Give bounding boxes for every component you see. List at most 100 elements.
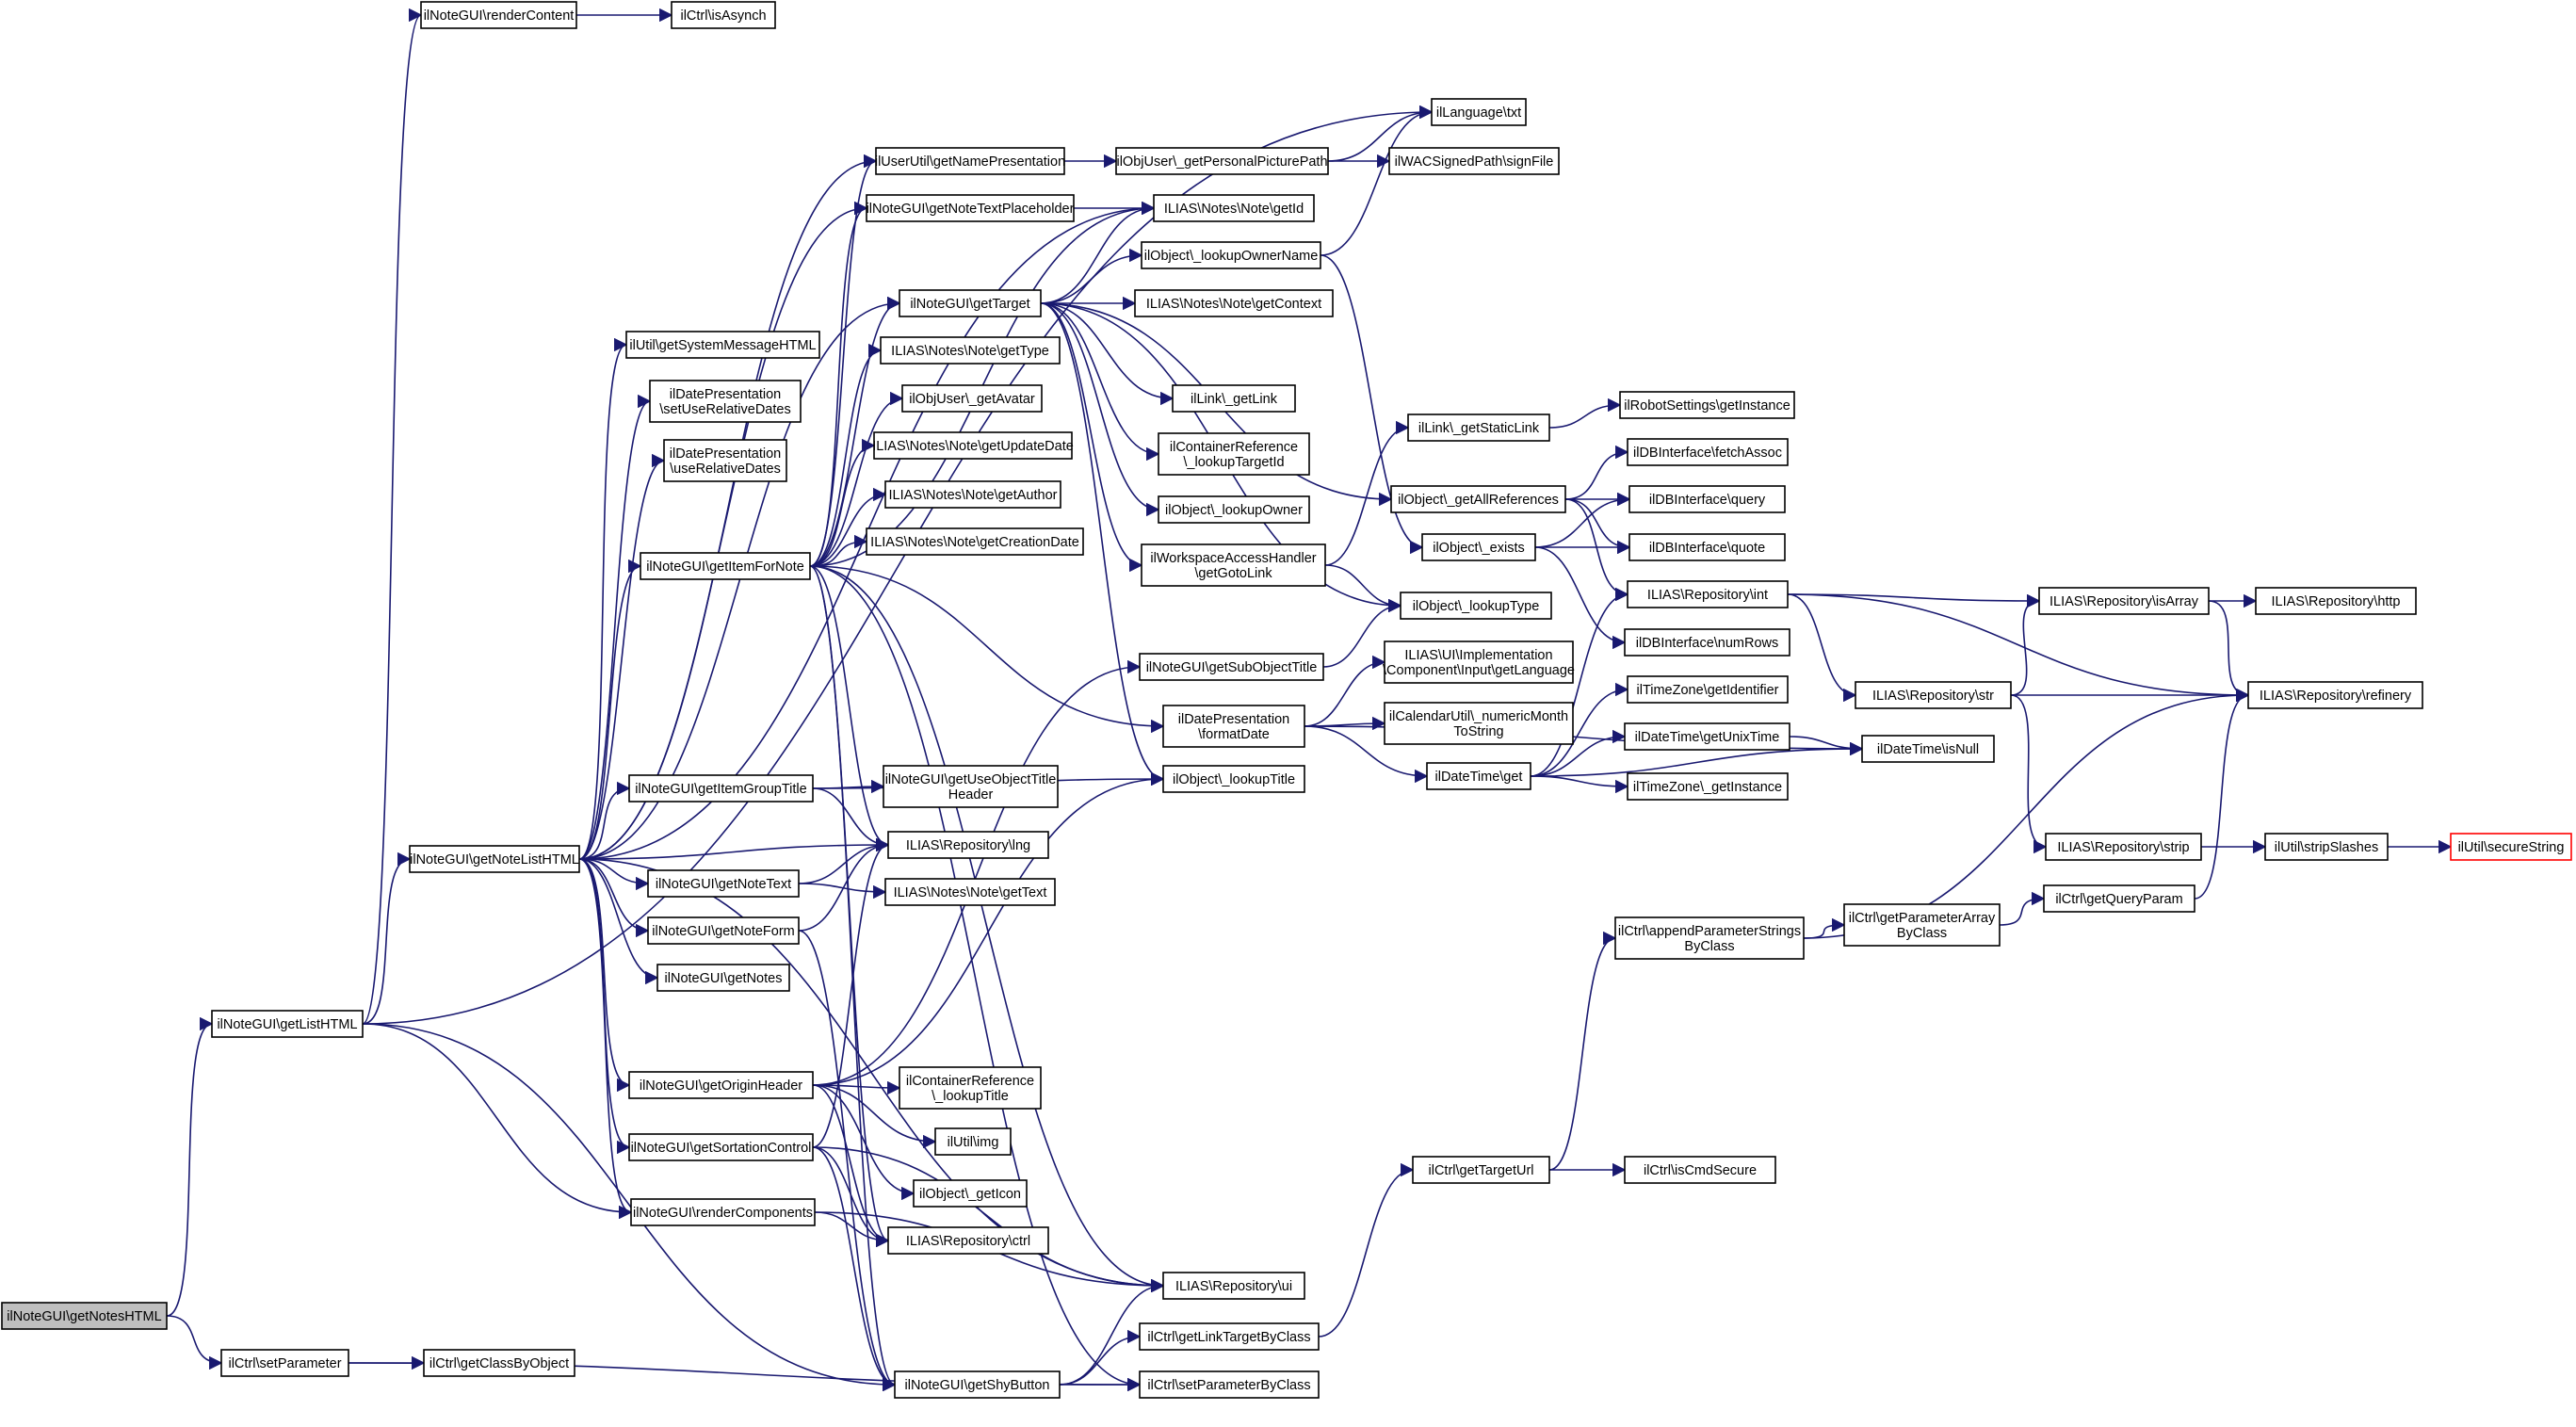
graph-node[interactable]: ILIAS\Repository\strip xyxy=(2045,833,2202,861)
node-box xyxy=(887,831,1049,859)
edge-arrow xyxy=(2010,694,2048,854)
graph-node[interactable]: ilCtrl\getQueryParam xyxy=(2043,884,2195,913)
graph-node[interactable]: ilObject\_getIcon xyxy=(913,1179,1028,1208)
edge-arrow xyxy=(809,565,1165,734)
graph-node[interactable]: ilNoteGUI\getNotes xyxy=(656,964,790,992)
graph-node[interactable]: ilContainerReference\_lookupTitle xyxy=(899,1066,1042,1110)
graph-node[interactable]: ilWACSignedPath\signFile xyxy=(1388,147,1560,175)
graph-node[interactable]: ilObject\_lookupOwner xyxy=(1158,495,1310,524)
graph-node[interactable]: ILIAS\Repository\isArray xyxy=(2038,587,2210,615)
graph-node[interactable]: ilDatePresentation\useRelativeDates xyxy=(663,439,787,482)
graph-node[interactable]: ilUtil\stripSlashes xyxy=(2264,833,2389,861)
node-label: ilWACSignedPath\signFile xyxy=(1395,154,1554,170)
graph-node[interactable]: ilUserUtil\getNamePresentation xyxy=(875,147,1065,175)
node-label: ilObject\_lookupOwnerName xyxy=(1144,249,1319,264)
graph-node[interactable]: ILIAS\Repository\int xyxy=(1627,580,1789,608)
graph-node[interactable]: ilNoteGUI\getSubObjectTitle xyxy=(1139,653,1324,681)
graph-node[interactable]: ilObjUser\_getAvatar xyxy=(901,384,1043,413)
node-box xyxy=(1158,495,1310,524)
graph-node[interactable]: ilNoteGUI\getNoteListHTML xyxy=(409,845,580,873)
graph-node[interactable]: ilLink\_getLink xyxy=(1172,384,1296,413)
graph-node[interactable]: ilCtrl\getTargetUrl xyxy=(1412,1156,1550,1184)
graph-node[interactable]: ilDBInterface\fetchAssoc xyxy=(1627,438,1789,466)
graph-node[interactable]: ilRobotSettings\getInstance xyxy=(1619,391,1795,419)
graph-node[interactable]: ILIAS\Notes\Note\getCreationDate xyxy=(866,527,1084,556)
node-label: ilDBInterface\query xyxy=(1649,493,1766,508)
node-box xyxy=(628,774,814,803)
graph-node[interactable]: ilTimeZone\getIdentifier xyxy=(1627,675,1789,704)
graph-node[interactable]: ilNoteGUI\renderContent xyxy=(420,1,577,29)
graph-node[interactable]: ilObject\_lookupType xyxy=(1400,592,1552,620)
graph-node[interactable]: ILIAS\Notes\Note\getText xyxy=(884,878,1056,906)
graph-node[interactable]: ILIAS\Repository\http xyxy=(2255,587,2417,615)
graph-node[interactable]: ilNoteGUI\getListHTML xyxy=(211,1010,364,1038)
graph-node[interactable]: ILIAS\Notes\Note\getContext xyxy=(1134,289,1334,317)
graph-node[interactable]: ilCtrl\getClassByObject xyxy=(423,1349,575,1377)
graph-node[interactable]: ilLanguage\txt xyxy=(1431,98,1527,126)
graph-node[interactable]: ilNoteGUI\getItemForNote xyxy=(640,552,811,580)
graph-node[interactable]: ilDBInterface\numRows xyxy=(1624,628,1790,657)
graph-node[interactable]: ilNoteGUI\getTarget xyxy=(899,289,1042,317)
graph-node[interactable]: ilNoteGUI\getShyButton xyxy=(894,1370,1061,1399)
graph-node[interactable]: ilDatePresentation\formatDate xyxy=(1162,705,1305,748)
edge-n37-n52 xyxy=(1320,254,1424,555)
graph-node[interactable]: ilObjUser\_getPersonalPicturePath xyxy=(1115,147,1329,175)
graph-node[interactable]: ilUtil\getSystemMessageHTML xyxy=(625,331,820,359)
graph-node[interactable]: ILIAS\Notes\Note\getId xyxy=(1153,194,1315,222)
edge-arrow xyxy=(1059,1329,1142,1386)
graph-node[interactable]: ilDBInterface\quote xyxy=(1628,533,1786,561)
graph-node[interactable]: ILIAS\Repository\ctrl xyxy=(887,1226,1049,1255)
graph-node[interactable]: ilNoteGUI\getNotesHTML xyxy=(1,1302,168,1330)
graph-node[interactable]: ILIAS\Repository\refinery xyxy=(2247,681,2423,709)
node-label: ilTimeZone\getIdentifier xyxy=(1637,683,1779,698)
graph-node[interactable]: ILIAS\Notes\Note\getAuthor xyxy=(884,480,1061,509)
node-box xyxy=(1400,592,1552,620)
graph-node[interactable]: ilCtrl\isCmdSecure xyxy=(1624,1156,1776,1184)
graph-node[interactable]: ilCtrl\setParameterByClass xyxy=(1139,1370,1320,1399)
edge-n61-n70 xyxy=(1787,593,2250,703)
graph-node[interactable]: ilNoteGUI\getNoteTextPlaceholder xyxy=(866,194,1075,222)
graph-node[interactable]: ilNoteGUI\getNoteText xyxy=(647,869,800,898)
graph-node[interactable]: ILIAS\Notes\Note\getType xyxy=(880,336,1061,365)
graph-node[interactable]: ilUtil\secureString xyxy=(2450,833,2572,861)
graph-node[interactable]: ilLink\_getStaticLink xyxy=(1407,414,1550,442)
graph-node[interactable]: ilNoteGUI\getItemGroupTitle xyxy=(628,774,814,803)
graph-node[interactable]: ILIAS\Notes\Note\getUpdateDate xyxy=(872,431,1074,460)
graph-node[interactable]: ilNoteGUI\getNoteForm xyxy=(647,916,800,945)
graph-node[interactable]: ilCtrl\getLinkTargetByClass xyxy=(1139,1322,1320,1351)
graph-node[interactable]: ilDateTime\isNull xyxy=(1861,735,1995,763)
graph-node[interactable]: ilWorkspaceAccessHandler\getGotoLink xyxy=(1141,543,1326,587)
graph-node[interactable]: ilNoteGUI\getSortationControl xyxy=(628,1133,814,1161)
graph-node[interactable]: ILIAS\Repository\str xyxy=(1855,681,2012,709)
graph-node[interactable]: ilNoteGUI\renderComponents xyxy=(630,1198,816,1226)
edge-n56-n66 xyxy=(1530,775,1629,794)
graph-node[interactable]: ilDateTime\get xyxy=(1426,762,1531,790)
graph-node[interactable]: ilDBInterface\query xyxy=(1628,485,1786,513)
graph-node[interactable]: ilDatePresentation\setUseRelativeDates xyxy=(649,380,802,423)
graph-node[interactable]: ilNoteGUI\getOriginHeader xyxy=(628,1071,814,1099)
graph-node[interactable]: ILIAS\Repository\ui xyxy=(1162,1272,1305,1300)
graph-node[interactable]: ilCtrl\isAsynch xyxy=(671,1,776,29)
node-label: ilCtrl\isAsynch xyxy=(680,8,766,24)
edge-arrow xyxy=(578,337,628,860)
graph-node[interactable]: ilDateTime\getUnixTime xyxy=(1624,722,1790,751)
edge-n47-n77 xyxy=(1318,1162,1415,1338)
graph-node[interactable]: ilCtrl\setParameter xyxy=(220,1349,349,1377)
graph-node[interactable]: ilObject\_exists xyxy=(1421,533,1536,561)
node-box xyxy=(656,964,790,992)
graph-node[interactable]: ilObject\_lookupTitle xyxy=(1162,765,1305,793)
graph-node[interactable]: ilObject\_getAllReferences xyxy=(1390,485,1566,513)
graph-node[interactable]: ILIAS\Repository\lng xyxy=(887,831,1049,859)
graph-node[interactable]: ilUtil\img xyxy=(934,1127,1012,1156)
node-box xyxy=(2264,833,2389,861)
edge-n74-n75 xyxy=(1803,917,1846,939)
graph-node[interactable]: ilTimeZone\_getInstance xyxy=(1627,772,1789,801)
edge-arrow xyxy=(812,659,1142,1086)
graph-node[interactable]: ilContainerReference\_lookupTargetId xyxy=(1158,432,1310,476)
graph-node[interactable]: ilObject\_lookupOwnerName xyxy=(1141,241,1321,269)
graph-node[interactable]: ILIAS\UI\Implementation\Component\Input\… xyxy=(1383,641,1575,684)
